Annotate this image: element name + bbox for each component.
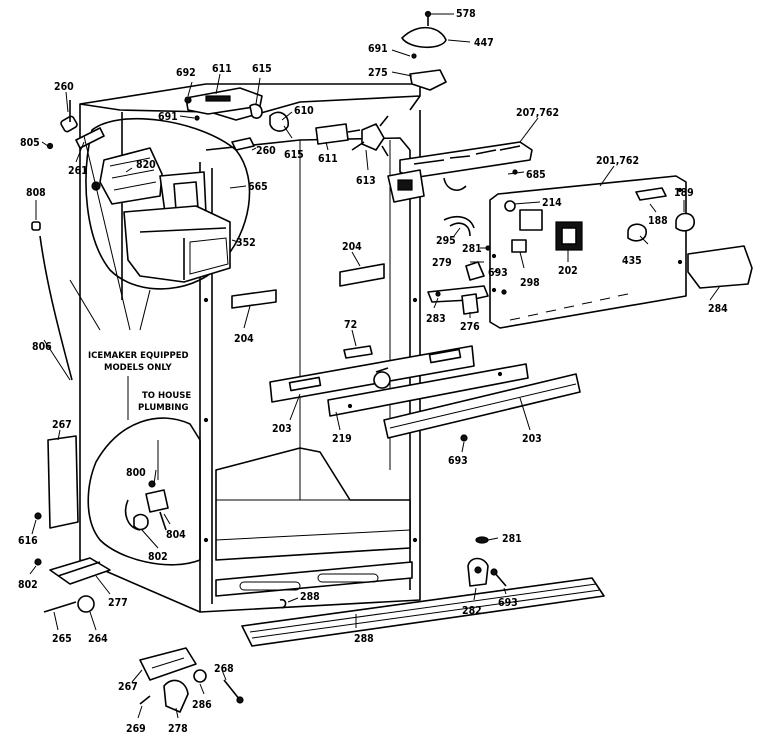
- callout-805: 805: [20, 137, 40, 149]
- fan-motor: [315, 115, 389, 157]
- callout-288: 288: [300, 591, 320, 603]
- callout-288: 288: [354, 633, 374, 645]
- callout-203: 203: [522, 433, 542, 445]
- shelf-supports: [231, 263, 581, 442]
- callout-188: 188: [648, 215, 668, 227]
- water-fill-fitting: [46, 100, 105, 150]
- callout-189: 189: [674, 187, 694, 199]
- callout-203: 203: [272, 423, 292, 435]
- callout-578: 578: [456, 8, 476, 20]
- leader-lines: [29, 13, 721, 719]
- defrost-heater-assembly: [387, 141, 533, 203]
- callout-295: 295: [436, 235, 456, 247]
- callout-283: 283: [426, 313, 446, 325]
- callout-207-762: 207,762: [516, 107, 559, 119]
- callout-279: 279: [432, 257, 452, 269]
- callout-269: 269: [126, 723, 146, 735]
- callout-267: 267: [118, 681, 138, 693]
- icemaker-note-line2: MODELS ONLY: [104, 363, 172, 373]
- callout-202: 202: [558, 265, 578, 277]
- callout-260: 260: [54, 81, 74, 93]
- callout-264: 264: [88, 633, 108, 645]
- callout-616: 616: [18, 535, 38, 547]
- water-valve: [124, 480, 169, 531]
- callout-labels: 578 691 447 275 692 611 615 260 691 610 …: [18, 8, 728, 735]
- callout-214: 214: [542, 197, 562, 209]
- callout-278: 278: [168, 723, 188, 735]
- callout-611: 611: [212, 63, 232, 75]
- callout-615: 615: [252, 63, 272, 75]
- callout-615: 615: [284, 149, 304, 161]
- callout-808: 808: [26, 187, 46, 199]
- callout-298: 298: [520, 277, 540, 289]
- callout-261: 261: [68, 165, 88, 177]
- plumbing-note-line1: TO HOUSE: [142, 391, 191, 401]
- callout-277: 277: [108, 597, 128, 609]
- callout-820: 820: [136, 159, 156, 171]
- plumbing-note-line2: PLUMBING: [138, 403, 188, 413]
- callout-613: 613: [356, 175, 376, 187]
- callout-447: 447: [474, 37, 494, 49]
- callout-268: 268: [214, 663, 234, 675]
- callout-692: 692: [176, 67, 196, 79]
- callout-802: 802: [148, 551, 168, 563]
- callout-276: 276: [460, 321, 480, 333]
- callout-286: 286: [192, 699, 212, 711]
- callout-665: 665: [248, 181, 268, 193]
- callout-610: 610: [294, 105, 314, 117]
- callout-691: 691: [158, 111, 178, 123]
- callout-352: 352: [236, 237, 256, 249]
- bottom-parts: [139, 536, 605, 713]
- callout-281: 281: [502, 533, 522, 545]
- callout-435: 435: [622, 255, 642, 267]
- evap-fan-bracket: [184, 87, 289, 151]
- callout-204: 204: [234, 333, 254, 345]
- plumbing-cutaway: [87, 417, 201, 566]
- callout-611: 611: [318, 153, 338, 165]
- callout-260: 260: [256, 145, 276, 157]
- callout-72: 72: [344, 319, 357, 331]
- callout-267: 267: [52, 419, 72, 431]
- callout-265: 265: [52, 633, 72, 645]
- icemaker-assembly: [91, 147, 231, 283]
- callout-691: 691: [368, 43, 388, 55]
- light-shield: [687, 245, 753, 289]
- callout-204: 204: [342, 241, 362, 253]
- notes: ICEMAKER EQUIPPED MODELS ONLY TO HOUSE P…: [88, 351, 191, 413]
- callout-802: 802: [18, 579, 38, 591]
- top-cover-447: [401, 10, 447, 91]
- callout-282: 282: [462, 605, 482, 617]
- callout-281: 281: [462, 243, 482, 255]
- callout-804: 804: [166, 529, 186, 541]
- callout-806: 806: [32, 341, 52, 353]
- icemaker-note-line1: ICEMAKER EQUIPPED: [88, 351, 189, 361]
- callout-201-762: 201,762: [596, 155, 639, 167]
- control-panel: [427, 175, 695, 329]
- left-side-parts: [31, 221, 111, 613]
- callout-693: 693: [498, 597, 518, 609]
- callout-800: 800: [126, 467, 146, 479]
- callout-693: 693: [488, 267, 508, 279]
- callout-685: 685: [526, 169, 546, 181]
- callout-693: 693: [448, 455, 468, 467]
- callout-275: 275: [368, 67, 388, 79]
- callout-284: 284: [708, 303, 728, 315]
- callout-219: 219: [332, 433, 352, 445]
